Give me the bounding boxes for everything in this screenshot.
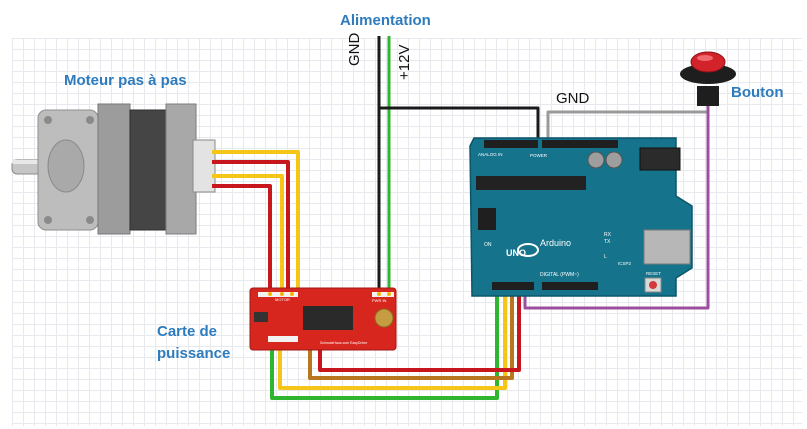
signal-wires [270,290,521,400]
motor-wires [212,150,300,290]
header-bottom-right [542,282,598,290]
driver-brand: SchmalzHaus.com EasyDriver [320,341,368,345]
wire-yellow-2 [212,174,284,290]
wire-gnd-to-arduino [379,106,540,140]
arduino-icsp2-label: ICSP2 [618,261,632,266]
arduino-analog-label: ANALOG IN [478,152,503,157]
driver-pwr-label: PWR IN [372,298,387,303]
stepper-motor [11,103,216,235]
wire-red-2 [212,184,272,290]
header-bottom-left [492,282,534,290]
arduino-model: UNO [506,248,526,258]
power-jack [639,147,681,171]
wire-red-1 [212,160,290,290]
wire-button-signal [523,104,710,310]
arduino-brand: Arduino [540,238,571,248]
wire-green-signal [270,290,499,400]
motor-body [129,109,167,231]
wire-orange-signal [308,290,514,380]
driver-chip [303,306,353,330]
label-bouton: Bouton [731,84,784,101]
label-moteur: Moteur pas à pas [64,72,187,89]
button-cap [690,51,726,73]
wire-gnd-button [546,104,710,140]
arduino-l-label: L [604,254,607,260]
arduino-rx-label: RX [604,232,612,238]
wire-yellow-1 [212,150,300,290]
label-gnd-right: GND [556,90,590,107]
driver-potentiometer [374,308,394,328]
label-carte-line2: puissance [157,345,231,362]
arduino-tx-label: TX [604,239,611,245]
arduino-digital-label: DIGITAL (PWM~) [540,272,579,278]
arduino-uno: Arduino UNO DIGITAL (PWM~) ANALOG IN POW… [469,137,693,297]
power-wires [377,36,710,310]
driver-motor-label: MOTOR [275,297,290,302]
wire-red-signal [318,290,521,372]
push-button [680,51,736,106]
usb-port [643,229,691,265]
atmega-chip [476,176,586,190]
driver-board: MOTOR PWR IN SchmalzHaus.com EasyDriver [249,287,397,351]
icsp-header [478,208,496,230]
arduino-power-label: POWER [530,153,548,158]
button-base [680,64,736,84]
header-top-right [542,140,618,148]
arduino-on-label: ON [484,242,492,248]
label-gnd-top: GND [346,32,363,66]
label-carte-line1: Carte de [157,323,218,340]
wire-yellow-signal [278,290,507,390]
label-12v: +12V [396,44,413,80]
header-top-left [484,140,538,148]
title-alimentation: Alimentation [340,12,431,29]
motor-connector [192,139,216,193]
arduino-reset-label: RESET [646,271,661,276]
